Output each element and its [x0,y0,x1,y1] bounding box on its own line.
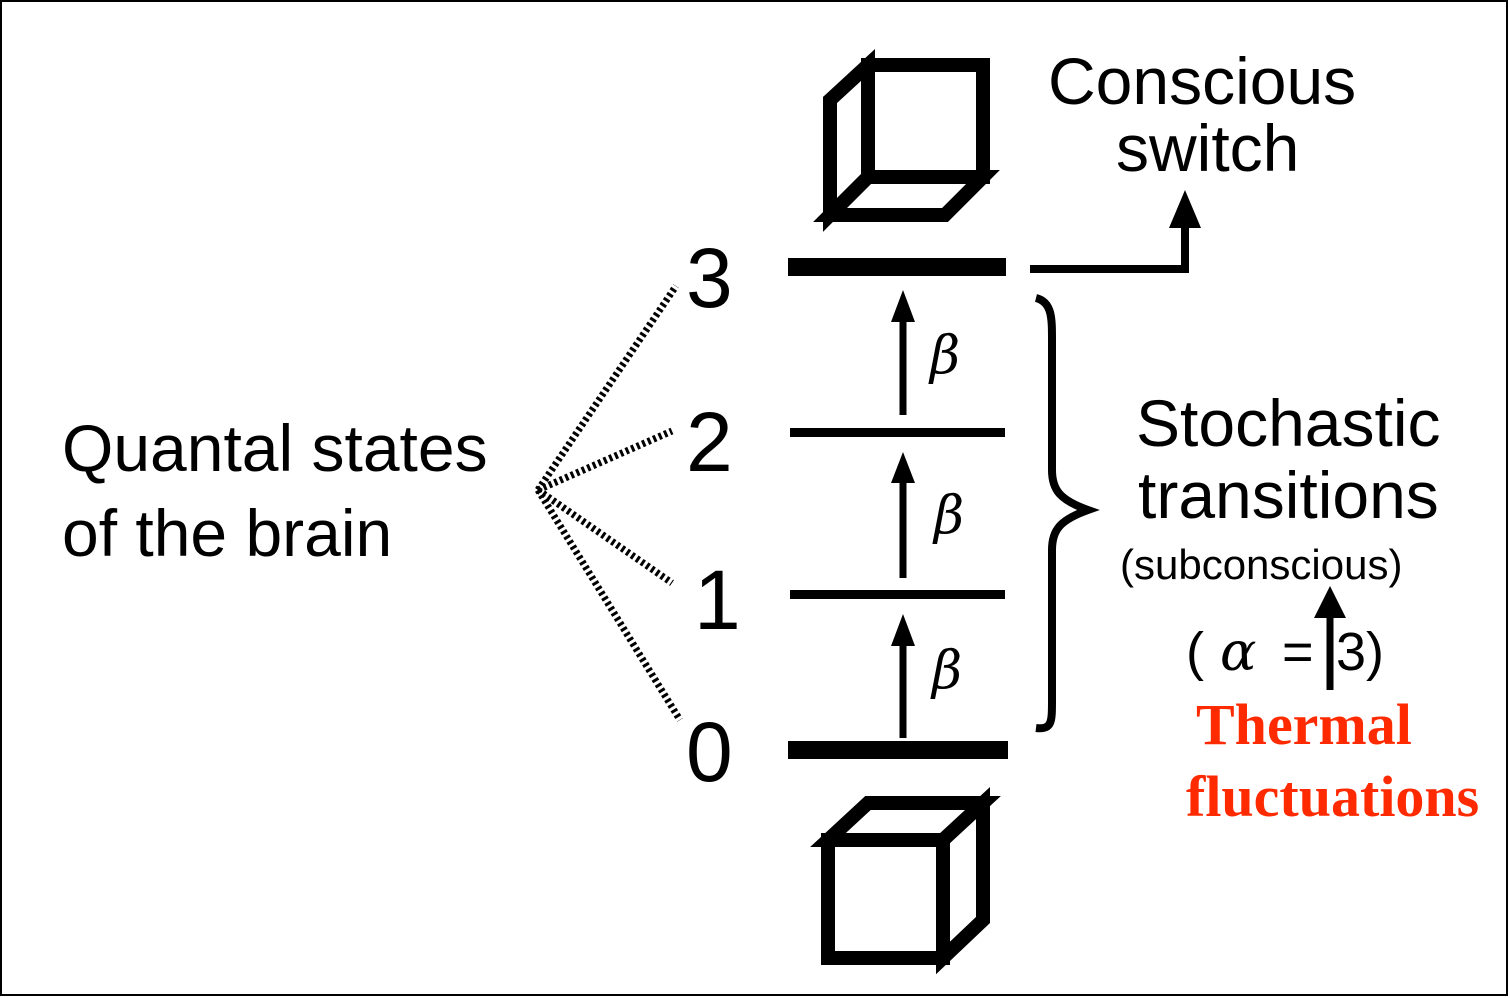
conscious-switch-line2: switch [1116,111,1300,185]
stochastic-line3: (subconscious) [1120,541,1403,588]
dotted-connectors [535,284,683,722]
thermal-arrow-icon [1314,586,1346,690]
beta-label: β [934,486,965,546]
level-number-1: 1 [694,553,741,647]
beta-arrow-icon [891,614,915,738]
thermal-line2: fluctuations [1186,764,1480,829]
level-1-line [790,590,1005,599]
beta-arrow-icon [891,452,915,578]
stochastic-line2: transitions [1138,458,1439,532]
alpha-equals: = [1282,622,1314,682]
conscious-switch-line1: Conscious [1048,44,1357,118]
level-3-line [788,258,1006,276]
level-number-0: 0 [686,705,733,799]
level-2-line [790,428,1005,437]
left-label-line2: of the brain [62,496,393,570]
thermal-line1: Thermal [1196,692,1412,757]
level-0-line [788,741,1008,759]
level-number-2: 2 [686,395,733,489]
top-cube-icon [813,49,1000,232]
left-label-line1: Quantal states [62,411,488,485]
curly-brace-icon [1034,294,1100,733]
beta-label: β [930,326,961,386]
stochastic-line1: Stochastic [1136,386,1441,460]
beta-arrow-icon [891,290,915,415]
beta-label: β [932,641,963,701]
switch-arrow-icon [1030,190,1201,273]
level-number-3: 3 [686,231,733,325]
alpha-open-paren: ( [1186,622,1204,682]
alpha-value: 3) [1336,622,1385,682]
bottom-cube-icon [810,786,1001,975]
alpha-symbol: α [1220,620,1257,683]
